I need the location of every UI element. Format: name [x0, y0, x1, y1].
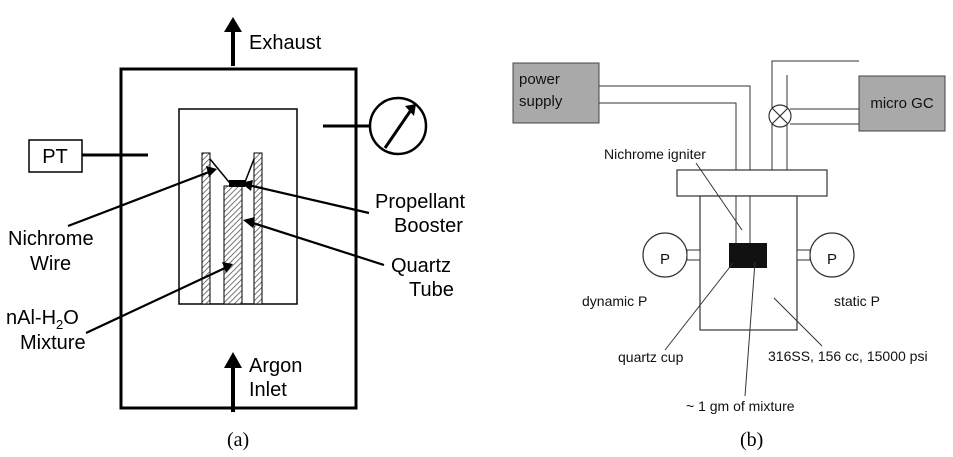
vessel-spec-label: 316SS, 156 cc, 15000 psi	[768, 348, 928, 364]
gauge-right-label: P	[827, 251, 837, 268]
mixture-label-line2: Mixture	[20, 332, 86, 354]
valve-cross-2	[771, 107, 789, 125]
mixture-label-line1: nAl-H2O	[6, 307, 79, 332]
argon-label-line2: Inlet	[249, 379, 287, 401]
pt-label: PT	[42, 146, 68, 168]
quartz-label-line1: Quartz	[391, 255, 451, 277]
nichrome-label-line2: Wire	[30, 253, 71, 275]
panel-b: power supply micro GC P P Nich	[512, 60, 946, 451]
pressure-transducer-box	[28, 139, 83, 173]
quartz-cup-leader	[664, 262, 734, 351]
dynamic-p-label: dynamic P	[582, 293, 647, 309]
gauge-needle	[383, 109, 413, 149]
nichrome-leader	[67, 170, 210, 228]
caption-a: (a)	[227, 429, 249, 451]
nichrome-label-line1: Nichrome	[8, 228, 94, 250]
power-supply-label-line2: supply	[519, 93, 563, 110]
exhaust-label: Exhaust	[249, 32, 322, 54]
mixture-leader-head	[222, 262, 233, 273]
quartz-cup-label: quartz cup	[618, 349, 684, 365]
static-p-label: static P	[834, 293, 880, 309]
left-wall	[201, 152, 211, 305]
propellant-label-line1: Propellant	[375, 191, 466, 213]
mixture-leader	[85, 267, 226, 334]
vessel-spec-leader	[773, 297, 823, 347]
right-wall	[253, 152, 263, 305]
nichrome-leader-head	[206, 166, 217, 177]
propellant-leader-head	[241, 180, 253, 191]
quartz-leader-head	[243, 217, 255, 228]
gauge-needle-tip	[405, 104, 416, 116]
gas-line-outer	[771, 60, 859, 170]
quartz-leader	[249, 220, 385, 267]
combustion-chamber	[119, 67, 358, 410]
mixture-amount-leader	[744, 261, 756, 397]
micro-gc-box	[858, 75, 946, 132]
mixture-amount-label: ~ 1 gm of mixture	[686, 398, 795, 414]
argon-arrowhead	[224, 352, 242, 368]
nichrome-igniter-label: Nichrome igniter	[604, 146, 706, 162]
quartz-cup	[729, 243, 767, 268]
exhaust-arrowhead	[224, 17, 242, 32]
quartz-label-line2: Tube	[409, 279, 454, 301]
panel-a: Exhaust Argon Inlet PT Propellant Booste…	[6, 17, 466, 451]
nichrome-igniter-leader	[695, 162, 743, 231]
pressure-gauge	[368, 96, 428, 156]
propellant-booster	[229, 180, 245, 187]
power-supply-box	[512, 62, 600, 124]
gauge-left-label: P	[660, 251, 670, 268]
static-gauge-connector	[796, 249, 811, 261]
vessel-lid	[676, 169, 828, 197]
propellant-label-line2: Booster	[394, 215, 463, 237]
quartz-tube	[223, 185, 243, 305]
caption-b: (b)	[740, 429, 763, 451]
argon-label-line1: Argon	[249, 355, 302, 377]
dynamic-gauge-connector	[686, 249, 701, 261]
micro-gc-label: micro GC	[870, 95, 934, 112]
propellant-leader	[247, 183, 370, 215]
power-supply-label-line1: power	[519, 71, 560, 88]
